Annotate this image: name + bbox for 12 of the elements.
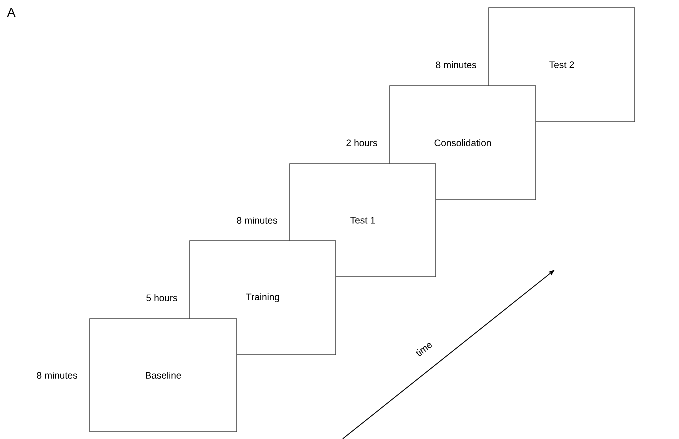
panel-letter: A xyxy=(7,8,16,18)
duration-label: 8 minutes xyxy=(237,217,278,224)
stage-box: Test 2 xyxy=(488,8,636,122)
axis-label: time xyxy=(416,343,432,356)
duration-label: 2 hours xyxy=(346,140,378,146)
stage-box: Baseline xyxy=(90,318,238,432)
duration-label: 5 hours xyxy=(146,294,178,302)
stage-box: Test 1 xyxy=(290,164,436,278)
stage-box: Training xyxy=(190,240,336,356)
stage-box: Consolidation xyxy=(390,86,536,200)
duration-label: 8 minutes xyxy=(436,62,476,68)
duration-label: 8 minutes xyxy=(37,372,78,379)
